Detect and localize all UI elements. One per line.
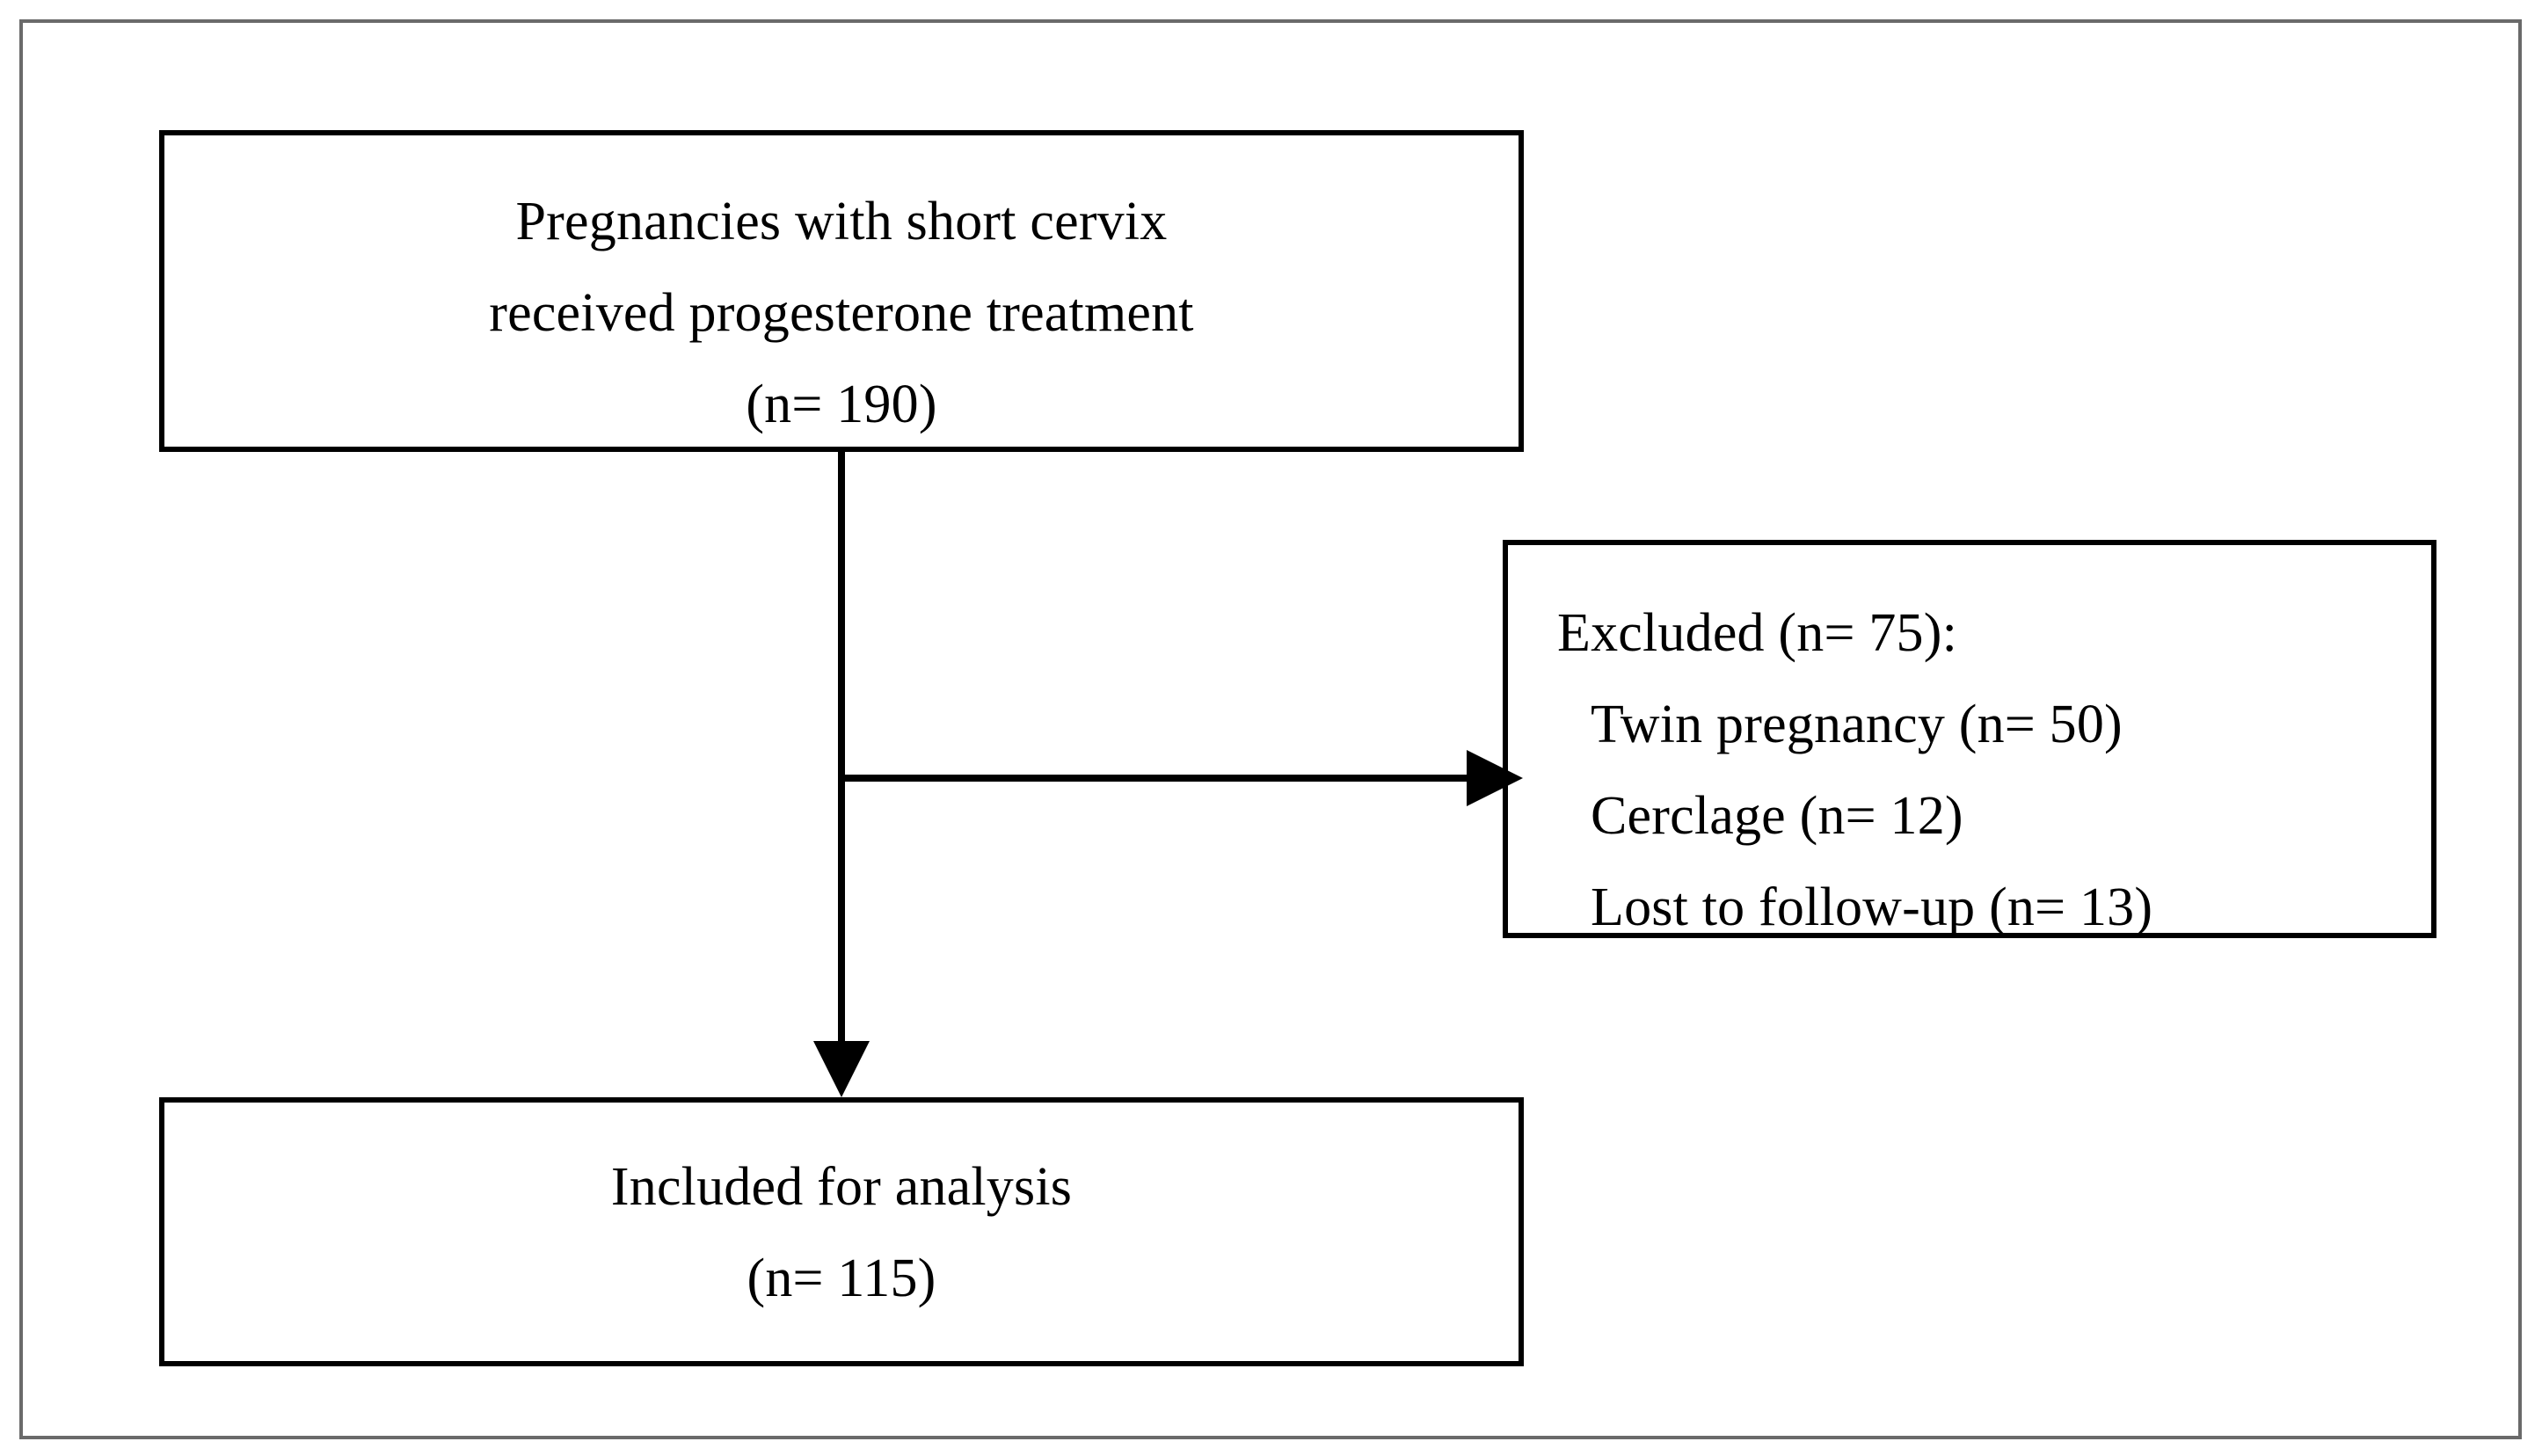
included-line-1: Included for analysis bbox=[610, 1157, 1073, 1217]
figure-outer-frame: Pregnancies with short cervix received p… bbox=[19, 19, 2522, 1439]
connector-enrolled-to-excluded bbox=[841, 775, 1471, 782]
excluded-reason-lost-to-follow-up: Lost to follow-up (n= 13) bbox=[1591, 877, 2153, 937]
included-box-text: Included for analysis (n= 115) bbox=[164, 1141, 1519, 1324]
enrolled-count: (n= 190) bbox=[746, 375, 937, 434]
enrolled-box: Pregnancies with short cervix received p… bbox=[159, 130, 1524, 452]
excluded-heading: Excluded (n= 75): bbox=[1557, 603, 1958, 663]
included-count: (n= 115) bbox=[747, 1249, 936, 1308]
enrolled-box-text: Pregnancies with short cervix received p… bbox=[164, 176, 1519, 450]
excluded-reason-cerclage: Cerclage (n= 12) bbox=[1591, 786, 1963, 846]
excluded-box: Excluded (n= 75): Twin pregnancy (n= 50)… bbox=[1503, 540, 2436, 938]
enrolled-line-1: Pregnancies with short cervix bbox=[515, 192, 1168, 251]
enrolled-line-2: received progesterone treatment bbox=[489, 283, 1194, 343]
down-arrowhead-icon bbox=[813, 1041, 870, 1097]
excluded-box-text: Excluded (n= 75): Twin pregnancy (n= 50)… bbox=[1557, 587, 2414, 953]
excluded-reason-twin-pregnancy: Twin pregnancy (n= 50) bbox=[1591, 695, 2123, 754]
connector-enrolled-to-included bbox=[838, 448, 845, 1041]
included-box: Included for analysis (n= 115) bbox=[159, 1097, 1524, 1366]
right-arrowhead-icon bbox=[1467, 750, 1523, 806]
